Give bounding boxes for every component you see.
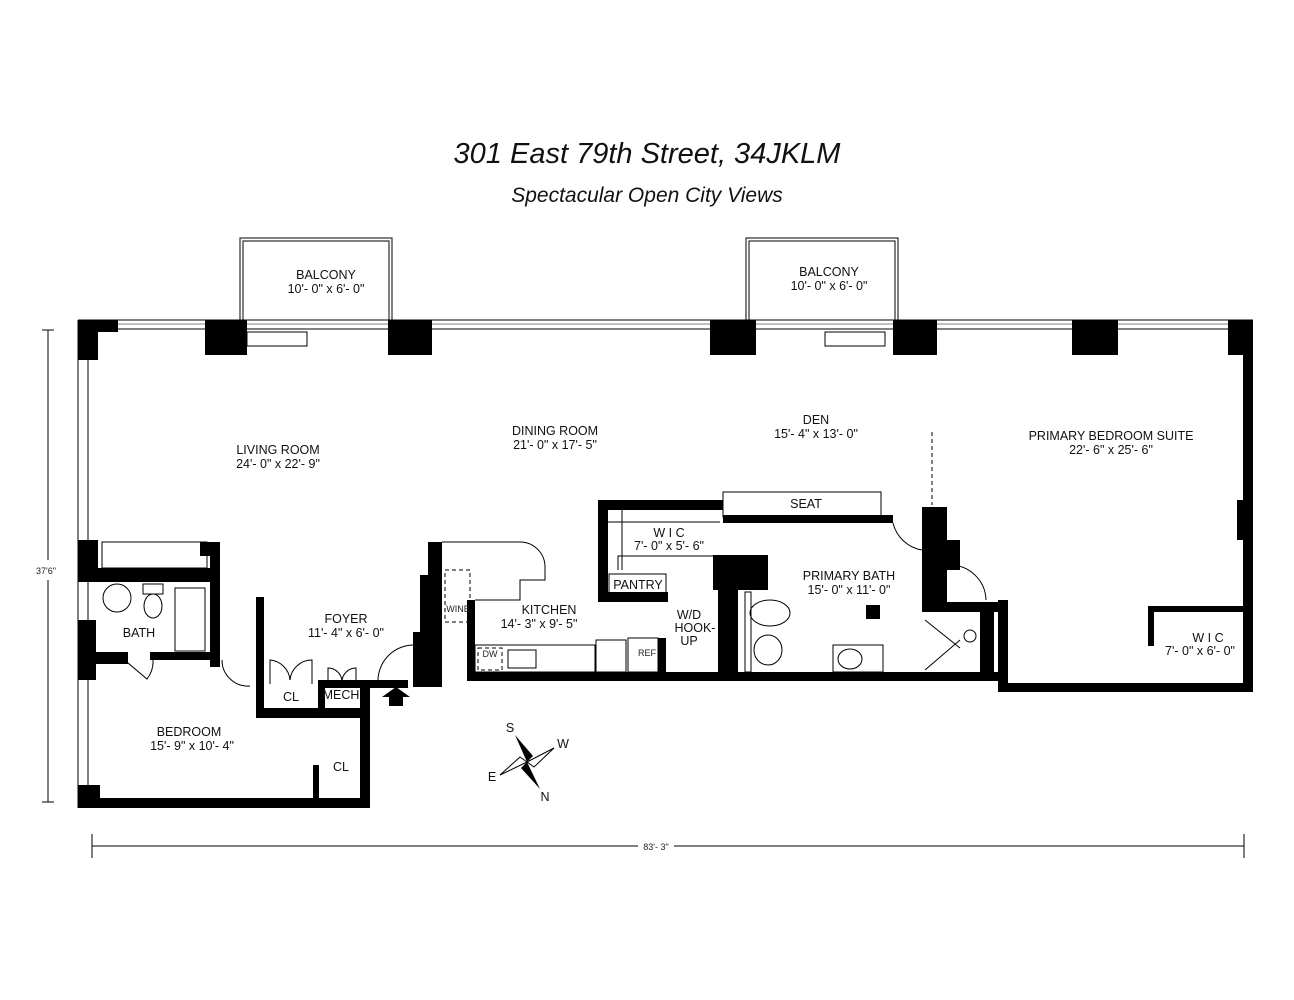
wd-hookup-label-1: W/D (677, 608, 701, 622)
exterior-wall-left (77, 320, 100, 808)
ref-label: REF (638, 648, 657, 658)
wic-1-size: 7'- 0" x 5'- 6" (634, 539, 704, 553)
primary-bath-size: 15'- 0" x 11'- 0" (808, 583, 891, 597)
plan-subtitle: Spectacular Open City Views (511, 184, 783, 207)
primary-bath-label: PRIMARY BATH (803, 569, 895, 583)
dimension-width: 83'- 3" (91, 834, 1245, 858)
bedroom-size: 15'- 9" x 10'- 4" (150, 739, 234, 753)
exterior-wall-right (998, 320, 1253, 692)
compass-s: S (506, 721, 514, 735)
closet-foyer-label: CL (283, 690, 299, 704)
bedroom-label: BEDROOM (157, 725, 222, 739)
wine-label: WINE (446, 604, 470, 614)
kitchen-size: 14'- 3" x 9'- 5" (501, 617, 578, 631)
bath-label: BATH (123, 626, 155, 640)
primary-bedroom-size: 22'- 6" x 25'- 6" (1069, 443, 1153, 457)
primary-bedroom-label: PRIMARY BEDROOM SUITE (1029, 429, 1194, 443)
balcony-1-label: BALCONY (296, 268, 356, 282)
balcony-1-size: 10'- 0" x 6'- 0" (288, 282, 365, 296)
living-room-label: LIVING ROOM (236, 443, 319, 457)
den-label: DEN (803, 413, 829, 427)
foyer-size: 11'- 4" x 6'- 0" (308, 626, 384, 640)
dining-room-label: DINING ROOM (512, 424, 598, 438)
wic-1-label: W I C (653, 526, 684, 540)
kitchen-label: KITCHEN (522, 603, 577, 617)
wd-hookup-label-2: HOOK- (675, 621, 716, 635)
dimension-height: 37'6" (36, 329, 56, 803)
wic-2-label: W I C (1192, 631, 1223, 645)
entry-arrow-icon (382, 687, 410, 706)
height-dimension-label: 37'6" (36, 566, 56, 576)
closet-bedroom-label: CL (333, 760, 349, 774)
balcony-2-size: 10'- 0" x 6'- 0" (791, 279, 868, 293)
wic-2-size: 7'- 0" x 6'- 0" (1165, 644, 1235, 658)
compass-rose-icon: S N E W (488, 721, 569, 804)
plan-title: 301 East 79th Street, 34JKLM (453, 138, 841, 170)
width-dimension-label: 83'- 3" (643, 842, 668, 852)
wd-hookup-label-3: UP (680, 634, 697, 648)
balcony-2-label: BALCONY (799, 265, 859, 279)
mech-label: MECH (323, 688, 360, 702)
dw-label: DW (483, 649, 498, 659)
dining-room-size: 21'- 0" x 17'- 5" (513, 438, 597, 452)
foyer-label: FOYER (324, 612, 367, 626)
interior-walls-left (88, 541, 429, 808)
den-size: 15'- 4" x 13'- 0" (774, 427, 858, 441)
compass-w: W (557, 737, 569, 751)
interior-walls-center (420, 432, 1007, 687)
living-room-size: 24'- 0" x 22'- 9" (236, 457, 320, 471)
exterior-wall-top (78, 319, 1253, 360)
compass-e: E (488, 770, 496, 784)
compass-n: N (540, 790, 549, 804)
seat-label: SEAT (790, 497, 822, 511)
pantry-label: PANTRY (613, 578, 663, 592)
